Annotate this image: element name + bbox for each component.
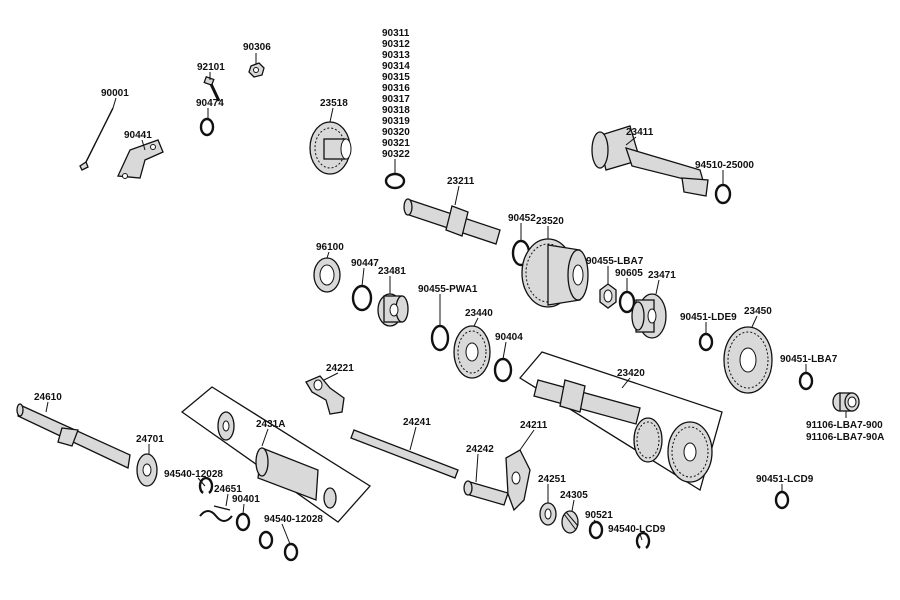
shaft-23411 <box>591 125 709 197</box>
gear-23471 <box>631 293 667 339</box>
assembly-23420 <box>519 351 723 492</box>
label-2431a: 2431A <box>256 419 285 430</box>
label-90306: 90306 <box>243 42 271 53</box>
label-24305: 24305 <box>560 490 588 501</box>
ring-90605 <box>618 290 636 314</box>
washer-90451-lde9 <box>698 332 714 352</box>
label-90322: 90322 <box>382 149 410 160</box>
washer-90451-lba7 <box>798 371 814 391</box>
shim-9031x <box>384 172 406 190</box>
washer-90474 <box>199 117 215 137</box>
shift-fork-24211 <box>505 449 531 512</box>
label-90447: 90447 <box>351 258 379 269</box>
label-90317: 90317 <box>382 94 410 105</box>
label-94540-lcd9: 94540-LCD9 <box>608 524 666 535</box>
label-23211: 23211 <box>447 176 475 187</box>
sleeve-24242 <box>463 480 509 506</box>
label-96100: 96100 <box>316 242 344 253</box>
needle-bearing-91106 <box>832 392 860 412</box>
leader-lines <box>45 53 847 545</box>
spring-24651 <box>199 505 233 522</box>
collar-24251 <box>539 502 557 526</box>
label-24221: 24221 <box>326 363 354 374</box>
label-90451-lba7: 90451-LBA7 <box>780 354 838 365</box>
label-90321: 90321 <box>382 138 410 149</box>
label-24651: 24651 <box>214 484 242 495</box>
gear-24701 <box>136 453 158 487</box>
label-23440: 23440 <box>465 308 493 319</box>
rod-90001 <box>79 107 114 171</box>
label-23420: 23420 <box>617 368 645 379</box>
spring-24305 <box>561 510 579 534</box>
label-24241: 24241 <box>403 417 431 428</box>
washer-90447 <box>351 284 373 312</box>
circlip-94540-12028-a <box>198 476 214 494</box>
label-24701: 24701 <box>136 434 164 445</box>
label-91106-lba7-900: 91106-LBA7-900 <box>806 420 883 431</box>
label-90318: 90318 <box>382 105 410 116</box>
label-24251: 24251 <box>538 474 566 485</box>
part-number-labels: 90306 92101 90001 90474 90441 23518 9031… <box>34 28 884 535</box>
gear-23520 <box>521 238 589 308</box>
label-90320: 90320 <box>382 127 410 138</box>
label-90319: 90319 <box>382 116 410 127</box>
label-90001: 90001 <box>101 88 129 99</box>
label-90441: 90441 <box>124 130 152 141</box>
washer-90404 <box>493 357 513 383</box>
bearing-96100 <box>313 257 341 293</box>
label-90455-lba7: 90455-LBA7 <box>586 256 644 267</box>
label-90474: 90474 <box>196 98 224 109</box>
washer-90455-pwa1 <box>430 324 450 352</box>
washer-90401 <box>235 512 251 532</box>
circlip-94540-lcd9 <box>635 531 651 549</box>
label-90311: 90311 <box>382 28 410 39</box>
nut-90306 <box>248 62 265 78</box>
label-24242: 24242 <box>466 444 494 455</box>
label-94540-12028-b: 94540-12028 <box>264 514 323 525</box>
label-94540-12028-a: 94540-12028 <box>164 469 223 480</box>
label-90451-lcd9: 90451-LCD9 <box>756 474 814 485</box>
label-23518: 23518 <box>320 98 348 109</box>
circlip-94540-12028-b <box>258 530 299 562</box>
label-90401: 90401 <box>232 494 260 505</box>
circlip-94510-25000 <box>714 183 732 205</box>
label-90521: 90521 <box>585 510 613 521</box>
label-90605: 90605 <box>615 268 643 279</box>
label-90316: 90316 <box>382 83 410 94</box>
label-90314: 90314 <box>382 61 410 72</box>
label-90312: 90312 <box>382 39 410 50</box>
label-24610: 24610 <box>34 392 62 403</box>
gear-23440 <box>453 325 491 379</box>
label-24211: 24211 <box>520 420 548 431</box>
washer-90455-lba7 <box>599 283 617 309</box>
label-23411: 23411 <box>626 127 654 138</box>
gear-23450 <box>723 326 773 394</box>
gear-23481 <box>377 293 409 327</box>
label-90455-pwa1: 90455-PWA1 <box>418 284 478 295</box>
washer-90451-lcd9 <box>774 490 790 510</box>
label-90313: 90313 <box>382 50 410 61</box>
label-91106-lba7-90a: 91106-LBA7-90A <box>806 432 884 443</box>
label-92101: 92101 <box>197 62 225 73</box>
shift-fork-24221 <box>305 375 345 415</box>
label-23481: 23481 <box>378 266 406 277</box>
label-90451-lde9: 90451-LDE9 <box>680 312 737 323</box>
label-90315: 90315 <box>382 72 410 83</box>
label-23471: 23471 <box>648 270 676 281</box>
shaft-24610 <box>16 403 131 469</box>
label-23520: 23520 <box>536 216 564 227</box>
fork-shaft-24241 <box>350 429 459 479</box>
label-90404: 90404 <box>495 332 523 343</box>
washer-90521 <box>588 520 604 540</box>
label-23450: 23450 <box>744 306 772 317</box>
shift-drum-2431a <box>180 386 371 523</box>
shaft-23211 <box>403 198 501 245</box>
gear-23518 <box>309 121 352 175</box>
shift-arm-90441 <box>117 139 164 179</box>
label-94510-25000: 94510-25000 <box>695 160 754 171</box>
label-90452: 90452 <box>508 213 536 224</box>
